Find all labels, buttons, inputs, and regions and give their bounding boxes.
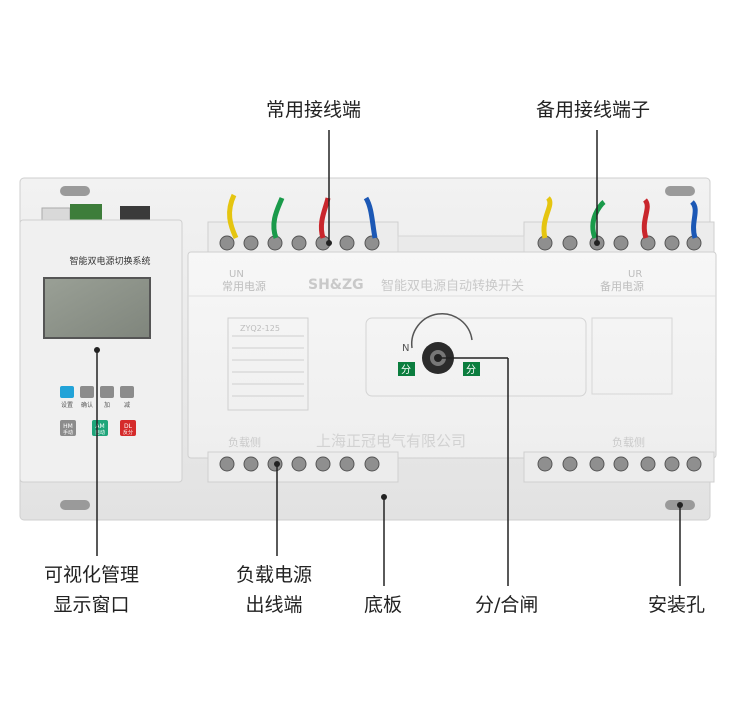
wire-yellow-left — [227, 193, 239, 240]
btn-label-1: 设置 — [61, 401, 73, 409]
callout-display-window-line2: 显示窗口 — [53, 594, 130, 616]
callout-load-output: 负载电源 出线端 — [236, 560, 312, 620]
callout-open-close: 分/合闸 — [475, 594, 539, 616]
mode-code-3: DL — [124, 423, 133, 430]
callout-normal-terminal: 常用接线端 — [266, 99, 362, 121]
backup-code: UR — [628, 269, 642, 280]
load-side-left: 负载侧 — [228, 435, 261, 449]
wire-green-left — [271, 197, 285, 239]
callout-display-window: 可视化管理 显示窗口 — [44, 560, 139, 620]
switch-left-code: N — [402, 343, 409, 354]
callout-display-window-line1: 可视化管理 — [44, 564, 140, 586]
mode-code-2: AM — [95, 423, 104, 430]
callout-load-output-line1: 负载电源 — [236, 564, 313, 586]
btn-label-2: 确认 — [81, 401, 93, 409]
load-side-right: 负载侧 — [612, 435, 645, 449]
top-screws-right — [537, 235, 702, 251]
pointer-lines — [96, 130, 681, 586]
switch-badge-right — [463, 362, 480, 376]
wire-blue-right — [689, 200, 698, 239]
backup-label: 备用电源 — [600, 279, 644, 293]
product-name: 智能双电源自动转换开关 — [381, 279, 524, 294]
mount-hole-bottom-left — [60, 500, 90, 510]
model-label: ZYQ2-125 — [240, 324, 280, 333]
normal-label: 常用电源 — [222, 279, 266, 293]
mount-hole-top-right — [665, 186, 695, 196]
manufacturer: 上海正冠电气有限公司 — [316, 432, 466, 450]
btn-label-3: 加 — [104, 401, 110, 409]
switch-badge-right-text: 分 — [466, 364, 476, 376]
mount-hole-top-left — [60, 186, 90, 196]
top-screws-left — [219, 235, 380, 251]
mode-label-1: 手动 — [63, 429, 73, 436]
bottom-screws — [219, 456, 702, 472]
callout-base-plate: 底板 — [364, 594, 403, 616]
wire-red-left — [318, 197, 331, 239]
mode-label-3: 反分 — [123, 429, 133, 436]
mode-code-1: HM — [63, 423, 73, 430]
rating-label — [227, 317, 309, 411]
controller-title: 智能双电源切换系统 — [69, 255, 150, 267]
normal-code: UN — [229, 269, 244, 280]
wire-green-right — [590, 200, 606, 239]
wire-yellow-right — [541, 196, 553, 239]
brand: SH&ZG — [308, 277, 364, 293]
switch-badge-left — [398, 362, 415, 376]
switch-badge-left-text: 分 — [401, 364, 411, 376]
callout-backup-terminal: 备用接线端子 — [536, 99, 651, 121]
callout-mount-hole: 安装孔 — [648, 594, 706, 616]
wire-red-right — [641, 198, 650, 239]
btn-label-4: 减 — [124, 401, 130, 409]
mode-label-2: 自动 — [95, 429, 105, 436]
callout-load-output-line2: 出线端 — [245, 594, 303, 616]
wire-blue-left — [363, 196, 378, 239]
lcd-screen — [43, 277, 151, 339]
